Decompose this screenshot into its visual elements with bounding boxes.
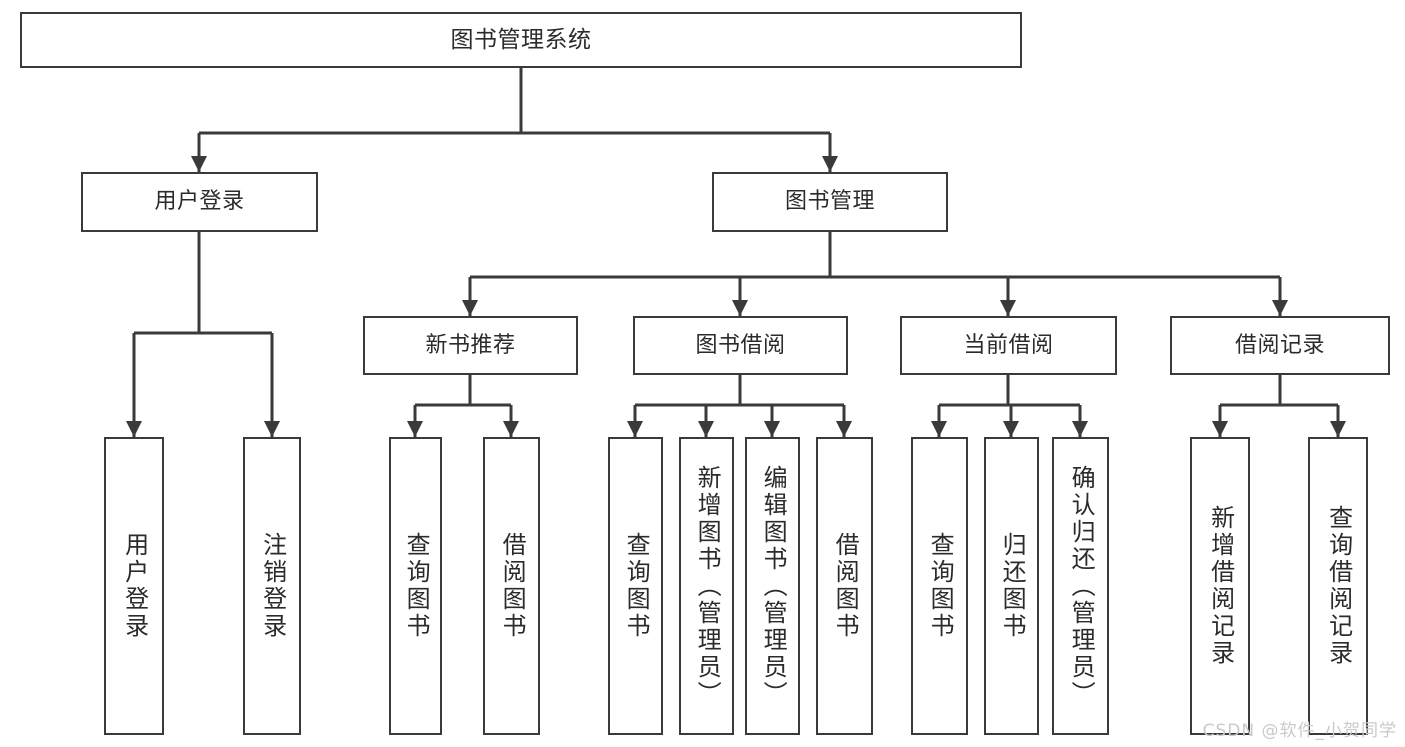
arrowhead-icon — [407, 421, 423, 437]
arrowhead-icon — [126, 421, 142, 437]
arrowhead-icon — [931, 421, 947, 437]
node-level3-0-label: 新书推荐 — [425, 332, 516, 358]
node-level2-1: 图书管理 — [712, 172, 948, 232]
node-leaf-7-label: 借阅图书 — [831, 532, 860, 640]
node-leaf-11-label: 新增借阅记录 — [1206, 505, 1235, 667]
node-leaf-7: 借阅图书 — [816, 437, 873, 735]
node-level3-1: 图书借阅 — [633, 316, 848, 375]
arrowhead-icon — [1272, 300, 1288, 316]
node-leaf-5-label: 新增图书（管理员） — [693, 464, 722, 708]
node-level2-0-label: 用户登录 — [154, 189, 245, 214]
arrowhead-icon — [191, 156, 207, 172]
node-level2-0: 用户登录 — [81, 172, 318, 232]
arrowhead-icon — [462, 300, 478, 316]
node-level3-0: 新书推荐 — [363, 316, 578, 375]
node-leaf-10: 确认归还（管理员） — [1052, 437, 1109, 735]
node-leaf-1-label: 注销登录 — [258, 532, 287, 640]
arrowhead-icon — [627, 421, 643, 437]
node-leaf-6-label: 编辑图书（管理员） — [759, 464, 788, 708]
arrowhead-icon — [764, 421, 780, 437]
node-leaf-12-label: 查询借阅记录 — [1324, 505, 1353, 667]
arrowhead-icon — [1212, 421, 1228, 437]
arrowhead-icon — [1072, 421, 1088, 437]
node-level2-1-label: 图书管理 — [784, 189, 875, 214]
node-leaf-3-label: 借阅图书 — [498, 532, 527, 640]
node-leaf-2-label: 查询图书 — [402, 532, 431, 640]
node-leaf-3: 借阅图书 — [483, 437, 540, 735]
node-level3-3: 借阅记录 — [1170, 316, 1390, 375]
arrowhead-icon — [732, 300, 748, 316]
arrowhead-icon — [1000, 300, 1016, 316]
node-leaf-11: 新增借阅记录 — [1190, 437, 1250, 735]
arrowhead-icon — [836, 421, 852, 437]
node-level3-2-label: 当前借阅 — [963, 332, 1054, 358]
watermark-text: CSDN @软件_小贺同学 — [1202, 721, 1397, 741]
node-leaf-0: 用户登录 — [104, 437, 164, 735]
node-leaf-6: 编辑图书（管理员） — [745, 437, 800, 735]
node-leaf-5: 新增图书（管理员） — [679, 437, 734, 735]
node-level3-2: 当前借阅 — [900, 316, 1117, 375]
node-leaf-9-label: 归还图书 — [998, 532, 1027, 640]
node-leaf-0-label: 用户登录 — [120, 532, 149, 640]
node-leaf-2: 查询图书 — [389, 437, 442, 735]
node-leaf-1: 注销登录 — [243, 437, 301, 735]
node-leaf-12: 查询借阅记录 — [1308, 437, 1368, 735]
node-leaf-4: 查询图书 — [608, 437, 663, 735]
node-leaf-9: 归还图书 — [984, 437, 1039, 735]
arrowhead-icon — [1003, 421, 1019, 437]
node-root-label: 图书管理系统 — [450, 26, 592, 53]
arrowhead-icon — [1330, 421, 1346, 437]
node-level3-1-label: 图书借阅 — [695, 332, 786, 358]
arrowhead-icon — [822, 156, 838, 172]
arrowhead-icon — [503, 421, 519, 437]
node-root: 图书管理系统 — [20, 12, 1022, 68]
arrowhead-icon — [698, 421, 714, 437]
node-leaf-10-label: 确认归还（管理员） — [1067, 464, 1096, 708]
arrowhead-icon — [264, 421, 280, 437]
node-leaf-8: 查询图书 — [911, 437, 968, 735]
node-level3-3-label: 借阅记录 — [1234, 332, 1325, 358]
node-leaf-4-label: 查询图书 — [622, 532, 651, 640]
node-leaf-8-label: 查询图书 — [926, 532, 955, 640]
